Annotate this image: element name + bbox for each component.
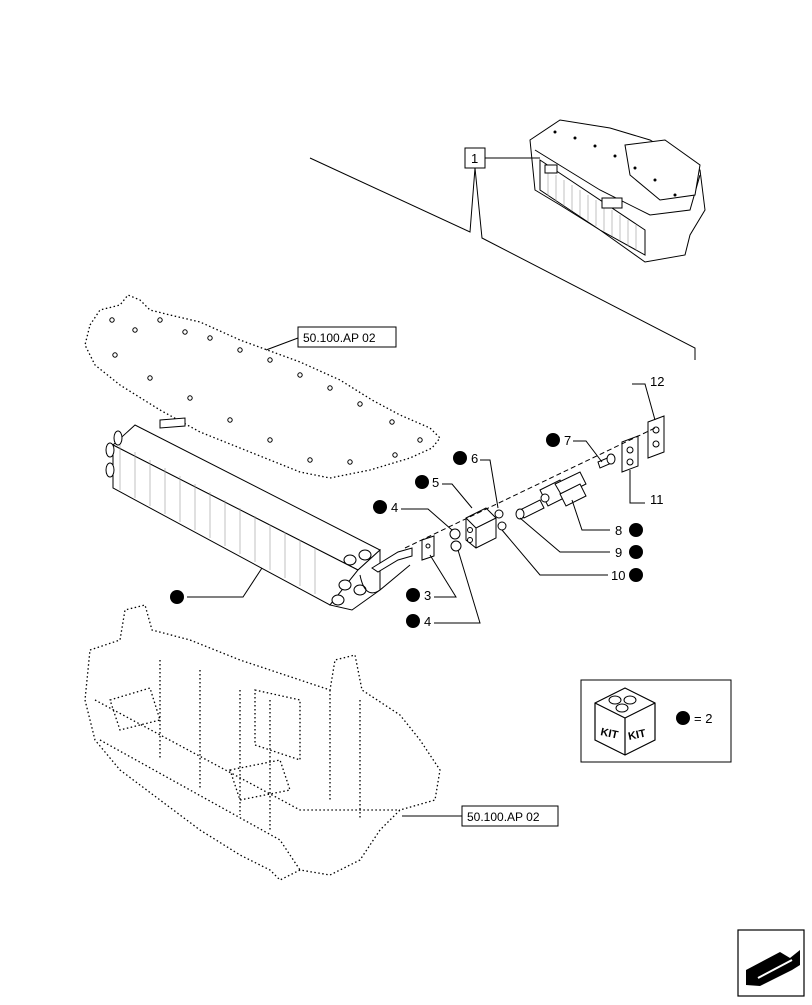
- callout-8[interactable]: 8: [615, 523, 622, 538]
- kit-label-2: KIT: [627, 727, 647, 742]
- callout-12[interactable]: 12: [650, 374, 664, 389]
- navigation-arrow-icon[interactable]: [737, 929, 805, 997]
- kit-bullet-icon: [170, 590, 184, 604]
- lower-housing[interactable]: [84, 604, 441, 881]
- callout-3-label: 3: [424, 588, 431, 603]
- plate-11[interactable]: [621, 435, 639, 473]
- callout-9[interactable]: 9: [615, 545, 622, 560]
- kit-bullet-icon: [676, 711, 690, 725]
- ref-50-100-ap-02-upper[interactable]: 50.100.AP 02: [297, 326, 397, 348]
- callout-3[interactable]: 3: [424, 588, 431, 603]
- evaporator-core[interactable]: [105, 417, 413, 611]
- callout-6-label: 6: [471, 451, 478, 466]
- callout-5-label: 5: [432, 475, 439, 490]
- kit-legend: KIT KIT = 2: [580, 679, 732, 763]
- callout-10[interactable]: 10: [611, 568, 625, 583]
- kit-bullet-icon: [415, 475, 429, 489]
- callout-11[interactable]: 11: [650, 492, 664, 507]
- ref-upper-label: 50.100.AP 02: [303, 331, 376, 345]
- kit-bullet-icon: [629, 545, 643, 559]
- kit-bullet-icon: [406, 588, 420, 602]
- callout-4-lower[interactable]: 4: [424, 614, 431, 629]
- bolt-9-10[interactable]: [515, 499, 545, 520]
- callout-4-upper-label: 4: [391, 500, 398, 515]
- callout-1[interactable]: 1: [464, 147, 486, 169]
- callout-6[interactable]: 6: [471, 451, 478, 466]
- callout-10-label: 10: [611, 568, 625, 583]
- ref-lower-label: 50.100.AP 02: [467, 810, 540, 824]
- callout-7[interactable]: 7: [564, 433, 571, 448]
- callout-12-label: 12: [650, 374, 664, 389]
- expansion-valve-5[interactable]: [465, 507, 497, 549]
- kit-label-1: KIT: [599, 726, 619, 741]
- callout-8-label: 8: [615, 523, 622, 538]
- callout-11-label: 11: [650, 492, 664, 507]
- kit-bullet-icon: [546, 433, 560, 447]
- callout-7-label: 7: [564, 433, 571, 448]
- fitting-8[interactable]: [539, 471, 587, 507]
- kit-bullet-icon: [629, 523, 643, 537]
- plate-12[interactable]: [647, 415, 665, 459]
- callout-4-lower-label: 4: [424, 614, 431, 629]
- callout-9-label: 9: [615, 545, 622, 560]
- kit-bullet-icon: [373, 500, 387, 514]
- callout-1-label: 1: [471, 151, 478, 166]
- ref-50-100-ap-02-lower[interactable]: 50.100.AP 02: [461, 805, 559, 827]
- o-ring-4[interactable]: [449, 528, 462, 552]
- gasket-upper[interactable]: [84, 294, 441, 479]
- kit-bullet-icon: [629, 568, 643, 582]
- hvac-unit-assembly[interactable]: [529, 119, 706, 263]
- kit-bullet-icon: [406, 614, 420, 628]
- kit-equals-label: = 2: [694, 711, 712, 726]
- callout-5[interactable]: 5: [432, 475, 439, 490]
- o-ring-6[interactable]: [494, 509, 507, 531]
- kit-box-icon: KIT KIT: [594, 687, 656, 756]
- kit-bullet-icon: [453, 451, 467, 465]
- callout-4-upper[interactable]: 4: [391, 500, 398, 515]
- screw-7[interactable]: [597, 453, 616, 469]
- bracket-3[interactable]: [421, 535, 435, 561]
